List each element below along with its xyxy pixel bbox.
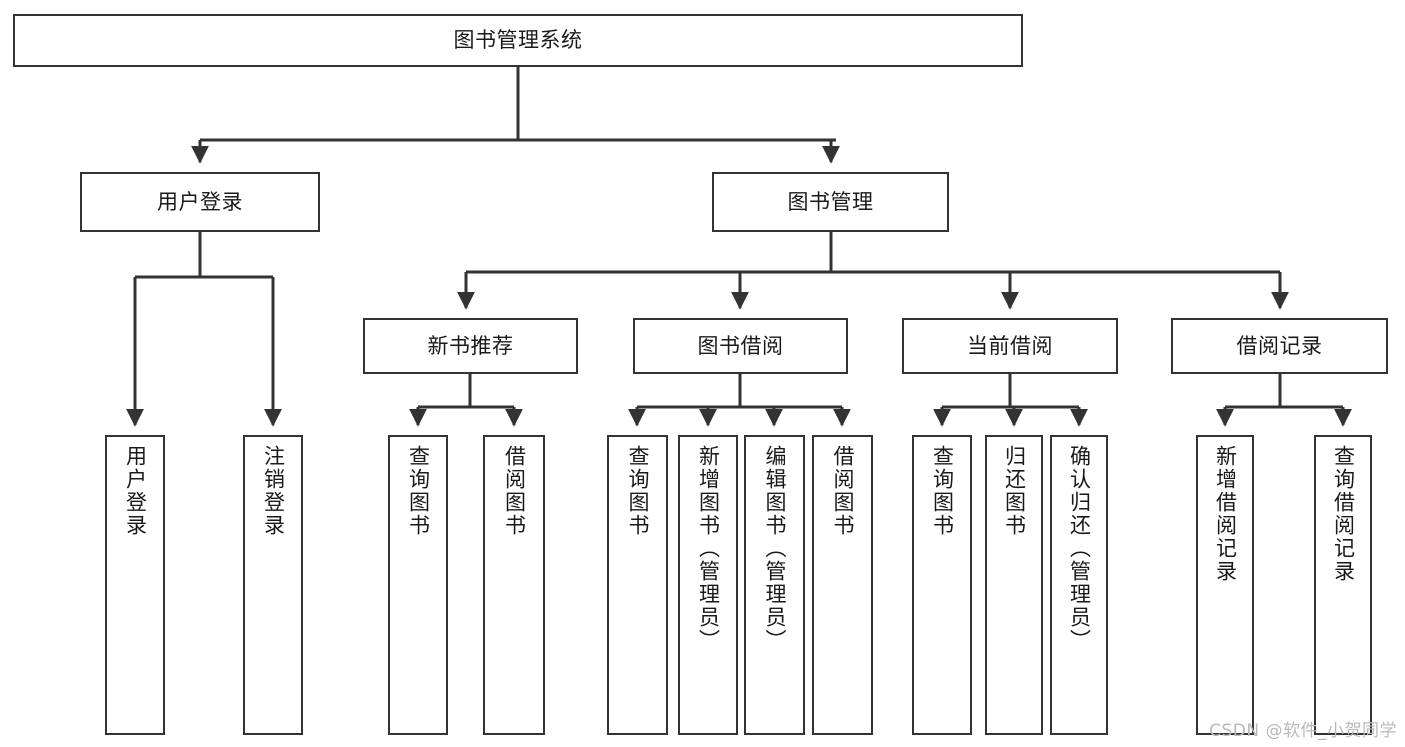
node-current-borrow-label: 当前借阅 xyxy=(967,333,1053,358)
node-new-book-recommend-label: 新书推荐 xyxy=(427,333,514,358)
leaf-node[interactable]: 确认归还（管理员） xyxy=(1050,435,1108,735)
leaf-node[interactable]: 新增借阅记录 xyxy=(1196,435,1254,735)
node-borrow-record[interactable]: 借阅记录 xyxy=(1171,318,1388,374)
node-current-borrow[interactable]: 当前借阅 xyxy=(902,318,1118,374)
leaf-node[interactable]: 用户登录 xyxy=(105,435,165,735)
node-user-login-label: 用户登录 xyxy=(157,189,243,214)
leaf-node-label: 新增借阅记录 xyxy=(1213,445,1238,583)
leaf-node[interactable]: 借阅图书 xyxy=(483,435,545,735)
leaf-node-label: 新增图书（管理员） xyxy=(696,445,721,652)
leaf-node-label: 确认归还（管理员） xyxy=(1067,445,1092,652)
leaf-node[interactable]: 查询图书 xyxy=(388,435,448,735)
leaf-node-label: 查询借阅记录 xyxy=(1331,445,1356,583)
leaf-node-label: 查询图书 xyxy=(406,445,431,537)
node-root-label: 图书管理系统 xyxy=(453,28,583,53)
node-book-management[interactable]: 图书管理 xyxy=(712,172,949,232)
leaf-node-label: 编辑图书（管理员） xyxy=(763,445,787,652)
node-new-book-recommend[interactable]: 新书推荐 xyxy=(363,318,578,374)
leaf-node-label: 借阅图书 xyxy=(502,445,527,537)
leaf-node[interactable]: 借阅图书 xyxy=(812,435,873,735)
leaf-node-label: 查询图书 xyxy=(930,445,955,537)
leaf-node[interactable]: 查询借阅记录 xyxy=(1314,435,1372,735)
leaf-node[interactable]: 归还图书 xyxy=(985,435,1043,735)
csdn-watermark: CSDN @软件_小贺同学 xyxy=(1209,721,1397,741)
node-book-borrow-label: 图书借阅 xyxy=(697,333,784,358)
node-book-borrow[interactable]: 图书借阅 xyxy=(633,318,848,374)
node-user-login[interactable]: 用户登录 xyxy=(80,172,320,232)
leaf-node[interactable]: 注销登录 xyxy=(243,435,303,735)
leaf-node-label: 归还图书 xyxy=(1002,445,1027,537)
leaf-node[interactable]: 编辑图书（管理员） xyxy=(744,435,805,735)
leaf-node[interactable]: 新增图书（管理员） xyxy=(678,435,738,735)
leaf-node[interactable]: 查询图书 xyxy=(912,435,972,735)
node-root[interactable]: 图书管理系统 xyxy=(13,14,1023,67)
leaf-node-label: 注销登录 xyxy=(261,445,286,537)
leaf-node[interactable]: 查询图书 xyxy=(607,435,668,735)
leaf-node-label: 借阅图书 xyxy=(831,445,855,537)
leaf-node-label: 查询图书 xyxy=(626,445,650,537)
node-book-management-label: 图书管理 xyxy=(787,189,874,214)
node-borrow-record-label: 借阅记录 xyxy=(1236,333,1323,358)
leaf-node-label: 用户登录 xyxy=(123,445,148,537)
